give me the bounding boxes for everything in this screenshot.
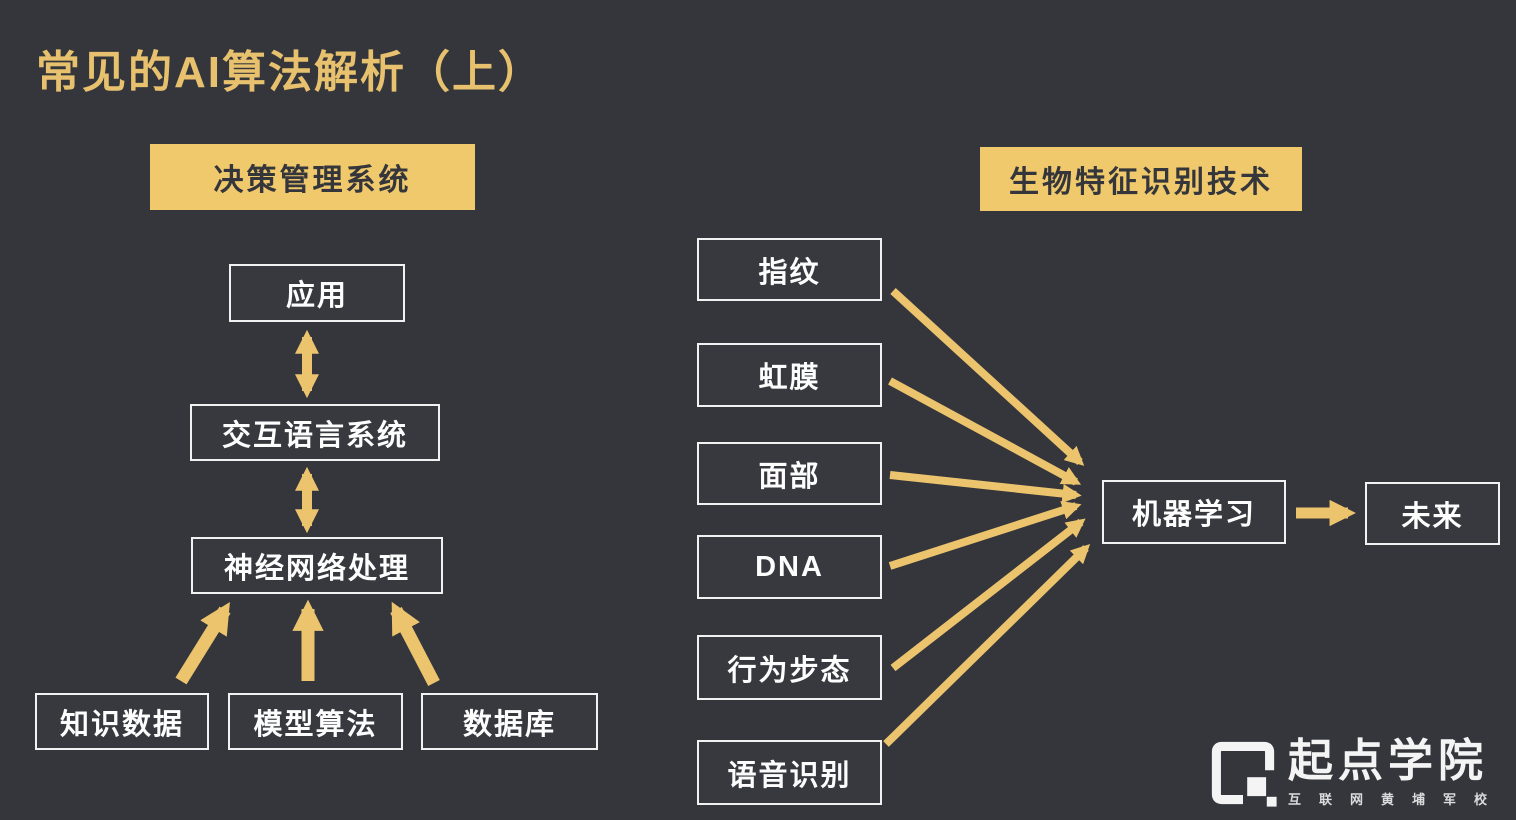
arrow-fingerprint-ml xyxy=(890,288,1085,466)
brand-logo: 起点学院 互联网黄埔军校 xyxy=(1208,738,1500,812)
brand-name: 起点学院 xyxy=(1288,735,1489,786)
node-iris: 虹膜 xyxy=(697,343,882,407)
arrow-gait-ml xyxy=(890,518,1086,672)
node-neural-network-processing: 神经网络处理 xyxy=(191,537,443,594)
node-behavior-gait: 行为步态 xyxy=(697,635,882,700)
arrow-dna-ml xyxy=(888,500,1082,570)
section-header-biometric: 生物特征识别技术 xyxy=(980,147,1302,211)
node-knowledge-data: 知识数据 xyxy=(35,693,209,750)
node-interactive-language-system: 交互语言系统 xyxy=(190,404,440,461)
arrow-knowledge-neural xyxy=(175,602,231,685)
arrow-iris-ml xyxy=(888,377,1082,486)
qidian-logo-icon xyxy=(1211,741,1277,807)
node-machine-learning: 机器学习 xyxy=(1102,480,1286,544)
node-model-algorithm: 模型算法 xyxy=(228,693,403,750)
brand-tagline: 互联网黄埔军校 xyxy=(1288,792,1506,807)
arrow-speech-ml xyxy=(883,543,1091,747)
node-face: 面部 xyxy=(697,442,882,505)
node-fingerprint: 指纹 xyxy=(697,238,882,301)
section-header-decision-system: 决策管理系统 xyxy=(150,144,475,210)
node-database: 数据库 xyxy=(421,693,598,750)
node-dna: DNA xyxy=(697,535,882,599)
node-application: 应用 xyxy=(229,264,405,322)
node-future: 未来 xyxy=(1365,482,1500,545)
node-speech-recognition: 语音识别 xyxy=(697,740,882,805)
arrow-database-neural xyxy=(390,601,440,687)
arrow-face-ml xyxy=(889,471,1082,504)
page-title: 常见的AI算法解析（上） xyxy=(36,48,544,97)
